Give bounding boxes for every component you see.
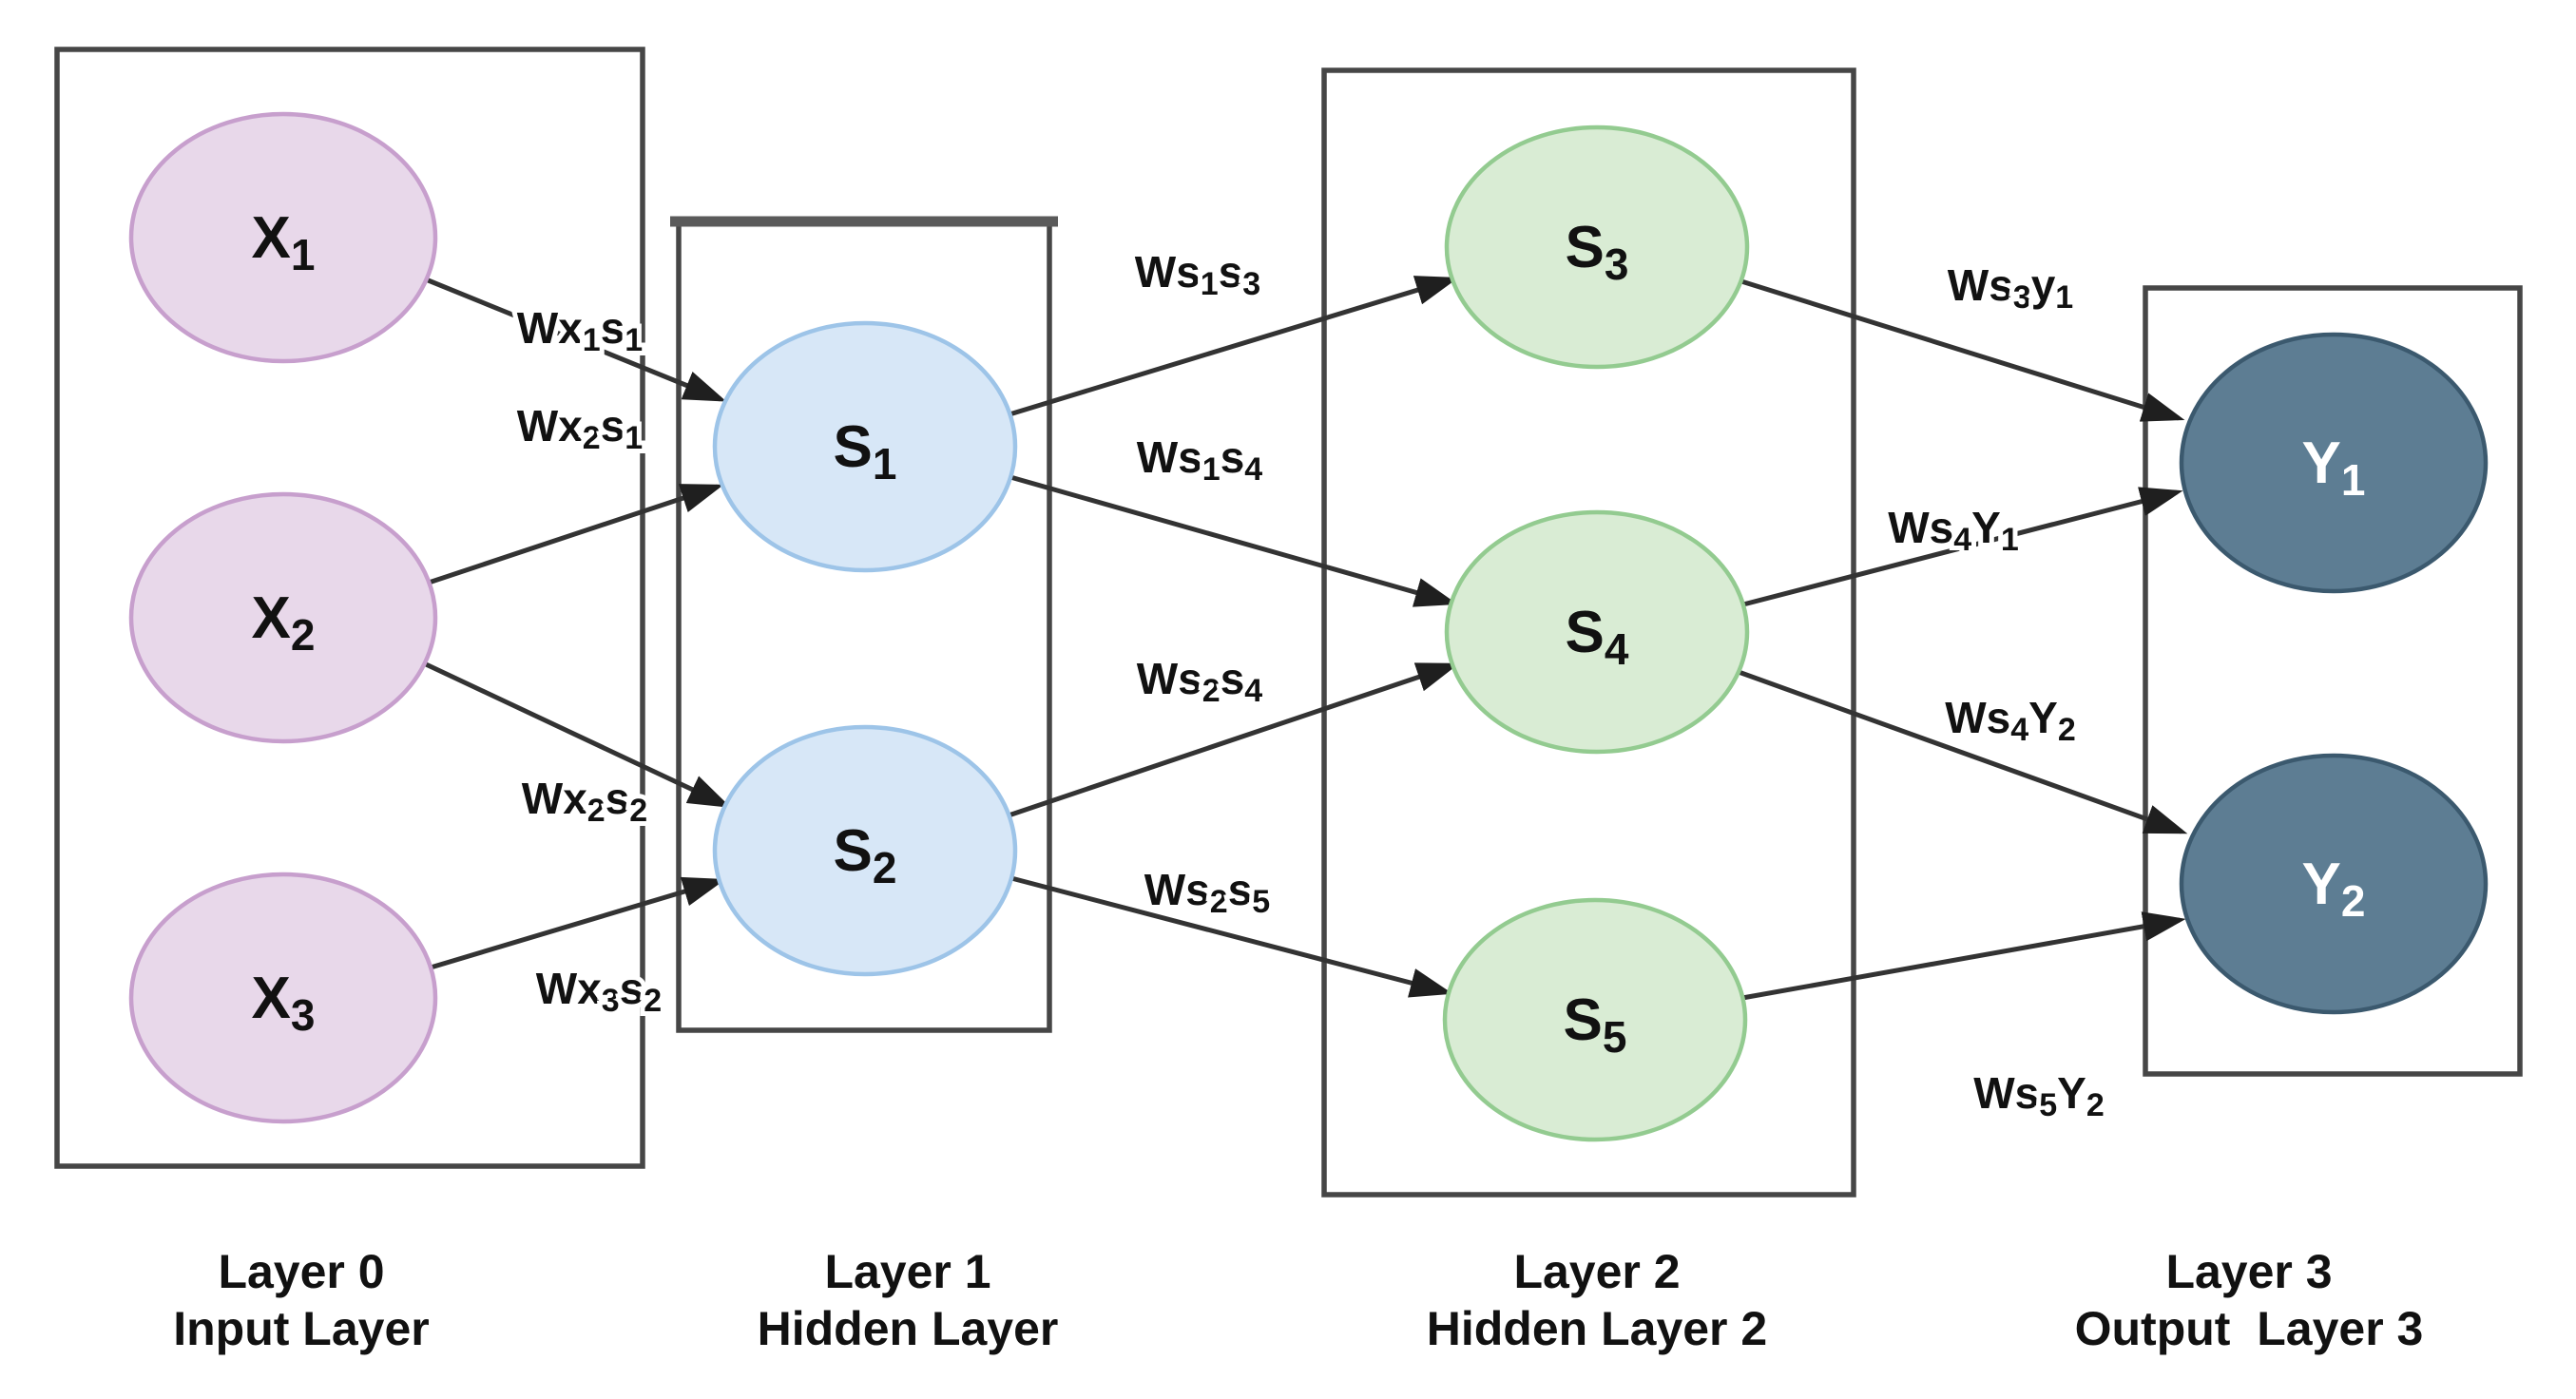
edge-label-ws2s5: Ws2s5 xyxy=(1144,865,1270,920)
edge-s2-s5 xyxy=(1010,875,1453,998)
edge-s5-y2 xyxy=(1741,911,2186,1001)
edge-label-ws2s4: Ws2s4 xyxy=(1137,654,1263,709)
edge-label-wx2s1: Wx2s1 xyxy=(517,401,643,456)
node-x1-label: X1 xyxy=(252,205,316,280)
node-s4 xyxy=(1444,509,1750,755)
caption-layer1-line2: Hidden Layer xyxy=(758,1302,1059,1355)
edge-label-wx3s2: Wx3s2 xyxy=(536,964,662,1019)
layer3-box xyxy=(2143,285,2523,1077)
node-x2-label: X2 xyxy=(252,585,316,661)
node-x1 xyxy=(128,111,438,364)
edge-s3-y1 xyxy=(1740,278,2185,422)
edge-x2-s2 xyxy=(422,661,732,808)
edge-label-ws4y2: Ws4Y2 xyxy=(1945,693,2076,748)
caption-layer0-line2: Input Layer xyxy=(173,1302,429,1355)
node-y1-label: Y1 xyxy=(2302,431,2366,506)
node-y2 xyxy=(2179,753,2489,1015)
node-s4-label: S4 xyxy=(1566,600,1629,675)
edge-label-wx2s2: Wx2s2 xyxy=(522,774,647,829)
edge-s1-s3 xyxy=(1009,276,1459,417)
caption-layer3-line1: Layer 3 xyxy=(2165,1245,2332,1298)
node-s5 xyxy=(1442,897,1748,1142)
caption-layer1-line1: Layer 1 xyxy=(824,1245,990,1298)
caption-layer2-line1: Layer 2 xyxy=(1513,1245,1680,1298)
edge-label-ws5y2: Ws5Y2 xyxy=(1973,1068,2105,1123)
node-y2-label: Y2 xyxy=(2302,852,2366,927)
edge-label-wx1s1: Wx1s1 xyxy=(517,303,643,358)
node-s3 xyxy=(1444,125,1750,370)
node-s2-label: S2 xyxy=(834,818,897,893)
node-s3-label: S3 xyxy=(1566,215,1629,290)
caption-layer0-line1: Layer 0 xyxy=(218,1245,384,1298)
edge-s4-y2 xyxy=(1738,669,2188,834)
caption-layer2-line2: Hidden Layer 2 xyxy=(1427,1302,1767,1355)
edge-label-ws4y1: Ws4Y1 xyxy=(1888,503,2019,558)
edge-s1-s4 xyxy=(1009,474,1458,607)
node-s1-label: S1 xyxy=(834,414,897,489)
edge-label-ws1s4: Ws1s4 xyxy=(1137,432,1263,488)
node-s1 xyxy=(712,320,1018,573)
edge-x1-s1 xyxy=(425,277,727,402)
node-s5-label: S5 xyxy=(1564,987,1627,1063)
edge-label-ws3y1: Ws3y1 xyxy=(1948,260,2073,316)
caption-layer3-line2: Output Layer 3 xyxy=(2075,1302,2424,1355)
node-x2 xyxy=(128,491,438,744)
node-x3-label: X3 xyxy=(252,966,316,1041)
edge-s4-y1 xyxy=(1742,487,2183,607)
node-y1 xyxy=(2179,332,2489,594)
edge-x2-s1 xyxy=(428,484,724,585)
layer2-box xyxy=(1321,67,1856,1198)
node-s2 xyxy=(712,724,1018,977)
edge-label-ws1s3: Ws1s3 xyxy=(1135,247,1260,302)
layer0-box xyxy=(54,47,645,1169)
node-x3 xyxy=(128,872,438,1124)
edge-s2-s4 xyxy=(1008,662,1460,818)
edge-x3-s2 xyxy=(430,876,726,970)
